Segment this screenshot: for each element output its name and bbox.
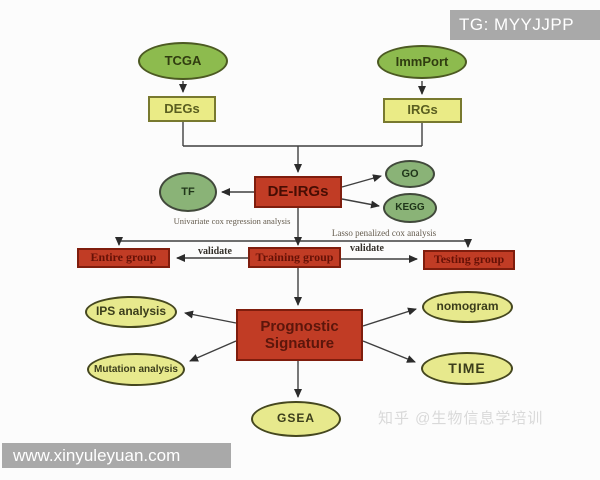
node-nomogram: nomogram [422,291,513,323]
node-go-label: GO [401,167,419,180]
node-time-label: TIME [448,360,486,377]
arrow-prognostic-ips [184,310,237,324]
node-training-group: Training group [248,247,341,268]
node-prognostic-signature: Prognostic Signature [236,309,363,361]
watermark-url-bar: www.xinyuleyuan.com [2,443,231,468]
node-tcga-label: TCGA [164,52,202,68]
node-nomogram-label: nomogram [436,299,499,314]
node-time: TIME [421,352,513,385]
node-de-irgs: DE-IRGs [254,176,342,208]
arrow-prognostic-time [362,340,416,363]
node-tf: TF [159,172,217,212]
node-kegg-label: KEGG [395,202,425,214]
node-immport-label: ImmPort [395,53,449,69]
node-gsea-label: GSEA [276,411,315,426]
arrow-prognostic-nomogram [362,307,417,327]
edge-label-lasso-cox: Lasso penalized cox analysis [331,228,437,238]
node-tf-label: TF [181,185,195,198]
node-tcga: TCGA [138,42,228,80]
arrow-deirgs-go [341,174,382,188]
arrow-deirgs-kegg [341,198,380,209]
watermark-tg-badge: TG: MYYJJPP [450,10,600,40]
node-degs-label: DEGs [164,100,200,116]
node-ips-analysis-label: IPS analysis [95,304,167,319]
node-go: GO [385,160,435,188]
node-immport: ImmPort [377,45,467,79]
node-entire-group: Entire group [77,248,170,268]
node-entire-group-label: Entire group [90,250,157,265]
edge-label-validate-right: validate [350,243,384,254]
watermark-zhihu: 知乎 @生物信息学培训 [378,410,544,427]
node-irgs: IRGs [383,98,462,123]
edge-label-univariate-cox: Univariate cox regression analysis [173,216,291,226]
node-prognostic-signature-label: Prognostic Signature [260,317,339,352]
node-irgs-label: IRGs [407,102,438,118]
node-gsea: GSEA [251,401,341,437]
node-testing-group: Testing group [423,250,515,270]
node-de-irgs-label: DE-IRGs [267,183,329,201]
node-kegg: KEGG [383,193,437,223]
node-mutation-analysis: Mutation analysis [87,353,185,386]
node-ips-analysis: IPS analysis [85,296,177,328]
arrow-prognostic-mutation [189,340,237,362]
node-training-group-label: Training group [255,249,334,264]
node-mutation-analysis-label: Mutation analysis [94,363,178,375]
edge-label-validate-left: validate [198,246,232,257]
node-testing-group-label: Testing group [433,252,505,267]
node-degs: DEGs [148,96,216,122]
